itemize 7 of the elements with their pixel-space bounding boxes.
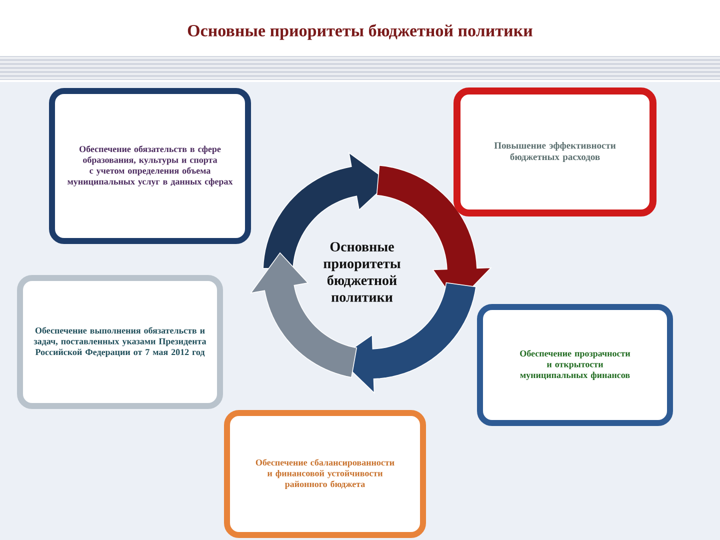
priority-box: Обеспечение выполнения обязательств и задач, поставленных указами Президента Российской Федерации от 7 мая 2012 год: [17, 275, 223, 409]
priority-box: Обеспечение обязательств в сфере образования, культуры и спорта с учетом определения объема муниципальных услуг в данных сферах: [49, 88, 251, 244]
priority-box: Обеспечение сбалансированности и финансовой устойчивости районного бюджета: [224, 410, 426, 538]
title: Основные приоритеты бюджетной политики: [188, 24, 532, 40]
priority-box: Повышение эффективности бюджетных расходов: [454, 88, 656, 216]
priority-box: Обеспечение прозрачности и открытости муниципальных финансов: [477, 304, 673, 426]
center-label: Основные приоритеты бюджетной политики: [324, 242, 400, 302]
